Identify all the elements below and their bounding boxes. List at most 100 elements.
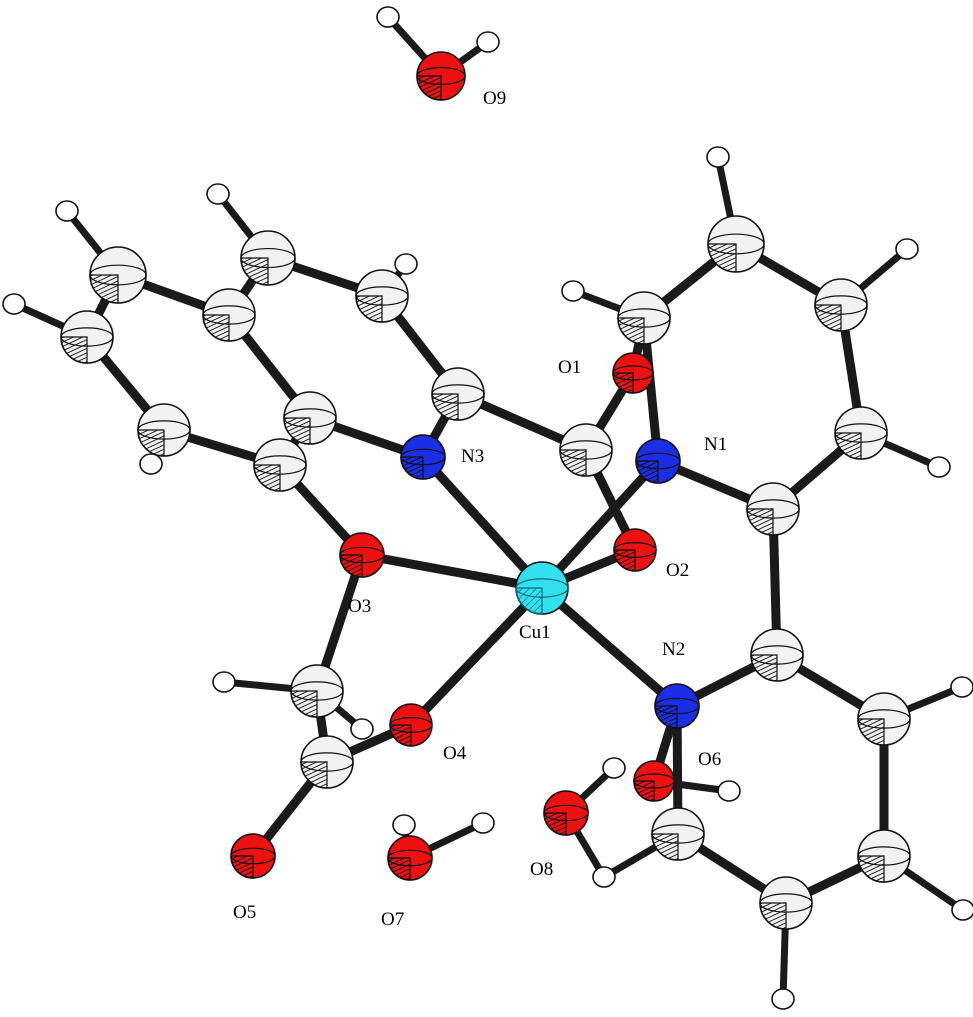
- atom-o4: [389, 703, 433, 747]
- atom-axis-c_o: [253, 455, 307, 475]
- atom-octant-c_g: [431, 393, 459, 421]
- bond-n3-cu1: [418, 452, 547, 593]
- atom-octant-n3: [400, 456, 424, 480]
- atom-h_c: [927, 456, 951, 478]
- atom-c_b: [814, 278, 868, 332]
- atom-c_d: [746, 482, 800, 536]
- atom-body-h_s: [950, 676, 973, 698]
- atom-axis-o9: [416, 66, 466, 85]
- atom-o5: [230, 833, 276, 879]
- atom-axis-c_e: [617, 308, 671, 328]
- atom-h_i: [206, 183, 230, 205]
- atom-axis-c_b: [814, 295, 868, 315]
- atom-axis-cu1: [515, 578, 569, 598]
- atom-axis-c_h: [355, 286, 409, 306]
- atom-h_t: [951, 899, 973, 921]
- atom-n1: [635, 438, 681, 484]
- atom-axis-c_n: [137, 420, 191, 440]
- atom-o1: [612, 352, 654, 394]
- atom-label-o6: O6: [698, 749, 721, 770]
- atom-label-o5: O5: [233, 902, 256, 923]
- atom-label-n3: N3: [461, 446, 484, 467]
- atom-axis-c_m: [283, 408, 337, 428]
- bond-n1-cu1: [537, 456, 663, 593]
- atom-h_e: [561, 280, 585, 302]
- atom-octant-c_t: [857, 855, 885, 883]
- atom-h2w7: [471, 812, 495, 834]
- atom-octant-c_o: [253, 464, 281, 492]
- atom-octant-o7: [387, 857, 411, 881]
- atom-axis-o3: [339, 546, 385, 564]
- atom-body-h_k: [55, 200, 79, 222]
- atom-label-n2: N2: [662, 639, 685, 660]
- atom-label-o4: O4: [443, 743, 467, 764]
- atom-axis-c_s: [857, 709, 911, 729]
- atom-c_u: [759, 876, 813, 930]
- atom-body-h_b: [895, 238, 919, 260]
- atom-h_l: [2, 293, 26, 315]
- atom-body-h_i: [206, 183, 230, 205]
- atom-octant-c_i: [240, 257, 269, 286]
- atom-axis-c_j: [202, 305, 256, 325]
- label-layer: O9 O1 N3 N1 O2 O3 Cu1 N2 O4 O6 O5 O7 O8: [233, 88, 727, 930]
- atom-h_p2: [350, 718, 374, 740]
- atom-octant-c_u: [759, 902, 787, 930]
- atom-c_p: [290, 664, 344, 718]
- atom-axis-c_u: [759, 893, 813, 913]
- atom-body-h_p2: [350, 718, 374, 740]
- atom-octant-o9: [416, 75, 442, 101]
- atom-h_n: [139, 453, 163, 475]
- atom-axis-c_d: [746, 499, 800, 519]
- atom-body-h1w8: [602, 757, 626, 779]
- atom-octant-c_k: [89, 274, 119, 304]
- atom-h1w8: [602, 757, 626, 779]
- atom-label-n1: N1: [704, 434, 727, 455]
- atom-axis-c_r: [750, 645, 804, 665]
- atom-axis-c_t: [857, 846, 911, 866]
- atom-body-h_o6: [717, 780, 741, 802]
- atom-body-h_c: [927, 456, 951, 478]
- atom-c_i: [240, 230, 296, 286]
- atom-axis-n3: [400, 448, 446, 466]
- atom-axis-o8: [543, 804, 589, 822]
- atom-c_c: [834, 406, 888, 460]
- atom-c_g: [431, 367, 485, 421]
- atom-o6: [633, 760, 675, 802]
- atom-h2w8: [592, 866, 616, 888]
- atom-octant-o6: [633, 780, 655, 802]
- atom-axis-c_a: [707, 233, 765, 255]
- atom-h_p: [212, 671, 236, 693]
- atom-c_v: [651, 807, 705, 861]
- atom-octant-o8: [543, 812, 567, 836]
- atom-label-o2: O2: [666, 560, 689, 581]
- atom-label-o8: O8: [530, 859, 553, 880]
- atom-label-o1: O1: [558, 357, 581, 378]
- atom-axis-o7: [387, 849, 433, 867]
- atom-c_t: [857, 829, 911, 883]
- atom-label-o7: O7: [381, 909, 404, 930]
- atom-body-h_e: [561, 280, 585, 302]
- atom-body-h_l: [2, 293, 26, 315]
- atom-axis-n2: [654, 697, 700, 715]
- atom-body-h_n: [139, 453, 163, 475]
- atom-axis-c_f: [559, 440, 613, 460]
- atom-h_u: [771, 988, 795, 1010]
- atom-h_h: [394, 253, 418, 275]
- atom-octant-o5: [230, 855, 254, 879]
- bond-o4-cu1: [406, 583, 547, 730]
- atom-body-h_t: [951, 899, 973, 921]
- atom-body-h_a: [706, 146, 730, 168]
- atom-h_k: [55, 200, 79, 222]
- atom-octant-c_r: [750, 654, 778, 682]
- atom-layer: [2, 6, 973, 1010]
- atom-h1w9: [376, 6, 400, 28]
- atom-label-cu1: Cu1: [519, 622, 551, 643]
- atom-h_o6: [717, 780, 741, 802]
- atom-label-o9: O9: [483, 88, 506, 109]
- atom-h1w7: [392, 814, 416, 836]
- atom-body-h_p: [212, 671, 236, 693]
- atom-axis-c_q: [300, 752, 354, 772]
- atom-axis-c_k: [89, 264, 147, 286]
- atom-o3: [339, 532, 385, 578]
